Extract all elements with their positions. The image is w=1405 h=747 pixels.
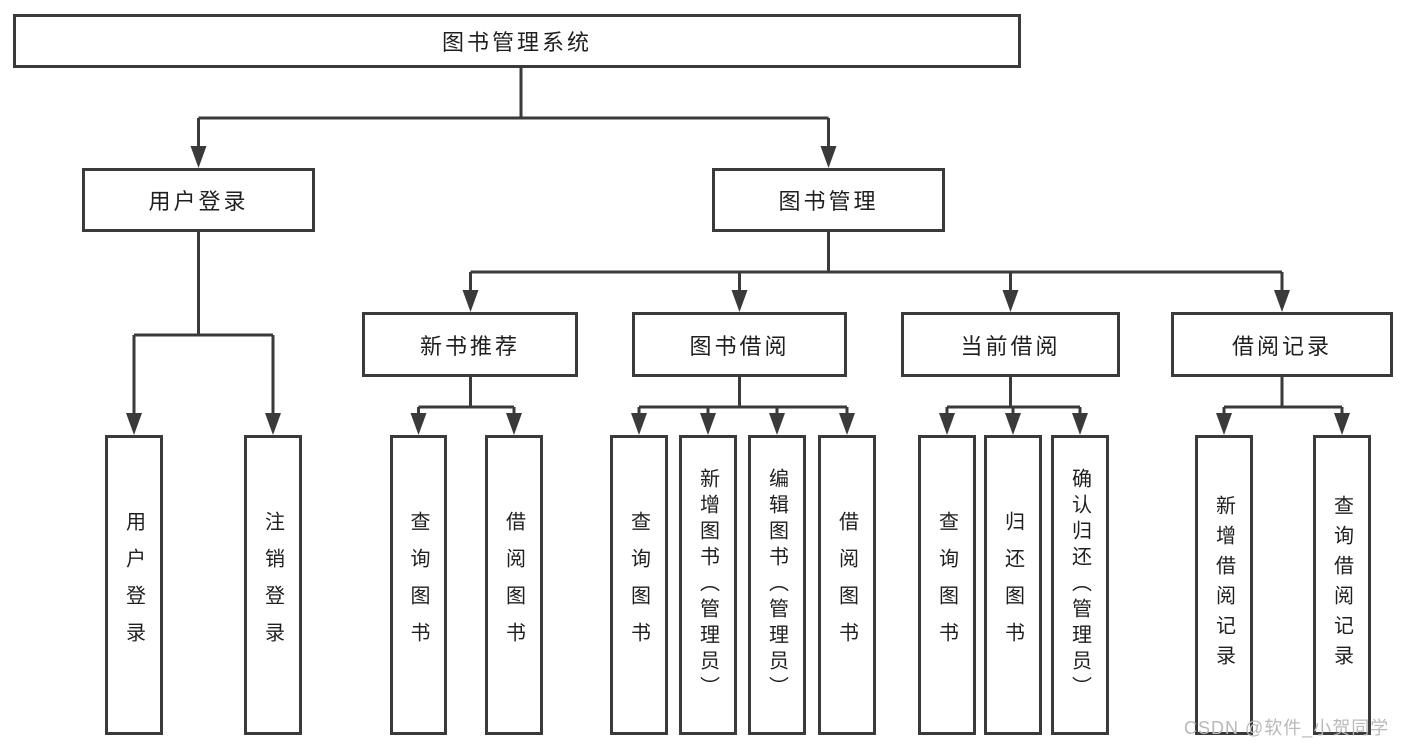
arrow-to-leaf-borrow-books-new	[506, 413, 522, 435]
connector-current-children	[945, 377, 1082, 417]
leaf-logout: 注销登录	[244, 435, 302, 735]
connector-user-login-children	[132, 232, 275, 417]
node-library-management-system: 图书管理系统	[13, 14, 1021, 68]
connector-borrowing-children	[637, 377, 849, 417]
csdn-watermark: CSDN @软件_小贺同学	[1184, 718, 1390, 738]
connector-root-to-level2	[197, 68, 830, 150]
arrow-to-leaf-add-record	[1216, 413, 1232, 435]
leaf-query-borrow-record: 查询借阅记录	[1313, 435, 1371, 735]
arrow-to-leaf-return-books	[1005, 413, 1021, 435]
leaf-query-books-current: 查询图书	[918, 435, 976, 735]
arrow-to-leaf-add-books	[700, 413, 716, 435]
arrow-to-new-book-recommendation	[462, 290, 479, 312]
arrow-to-leaf-user-login	[126, 413, 142, 435]
arrow-to-borrowing-records	[1274, 290, 1290, 312]
arrow-to-leaf-query-books-borrow	[631, 413, 647, 435]
connector-book-management-children	[469, 232, 1284, 294]
leaf-borrow-books: 借阅图书	[818, 435, 876, 735]
node-book-management: 图书管理	[712, 168, 945, 232]
arrow-to-leaf-query-books-new	[410, 413, 427, 435]
leaf-query-books-new: 查询图书	[390, 435, 447, 735]
connector-new-book-children	[417, 377, 516, 417]
arrow-to-user-login	[190, 146, 207, 168]
arrow-to-leaf-logout	[265, 413, 281, 435]
leaf-add-books-admin: 新增图书（管理员）	[679, 435, 737, 735]
node-book-borrowing: 图书借阅	[632, 312, 847, 377]
node-current-borrowing: 当前借阅	[901, 312, 1120, 377]
arrow-to-leaf-edit-books	[769, 413, 785, 435]
leaf-borrow-books-new: 借阅图书	[485, 435, 543, 735]
arrow-to-leaf-borrow-books	[839, 413, 855, 435]
arrow-to-book-management	[820, 146, 837, 168]
arrow-to-leaf-confirm-return	[1072, 413, 1088, 435]
leaf-return-books: 归还图书	[984, 435, 1042, 735]
arrow-to-current-borrowing	[1002, 290, 1019, 312]
arrow-to-book-borrowing	[731, 290, 748, 312]
leaf-add-borrow-record: 新增借阅记录	[1195, 435, 1253, 735]
node-new-book-recommendation: 新书推荐	[362, 312, 578, 377]
leaf-edit-books-admin: 编辑图书（管理员）	[748, 435, 806, 735]
leaf-user-login: 用户登录	[105, 435, 163, 735]
arrow-to-leaf-query-record	[1334, 413, 1350, 435]
node-user-login: 用户登录	[82, 168, 315, 232]
arrow-to-leaf-query-books-current	[939, 413, 955, 435]
node-borrowing-records: 借阅记录	[1171, 312, 1393, 377]
connector-records-children	[1222, 377, 1344, 417]
leaf-query-books-borrow: 查询图书	[610, 435, 668, 735]
leaf-confirm-return-admin: 确认归还（管理员）	[1051, 435, 1109, 735]
